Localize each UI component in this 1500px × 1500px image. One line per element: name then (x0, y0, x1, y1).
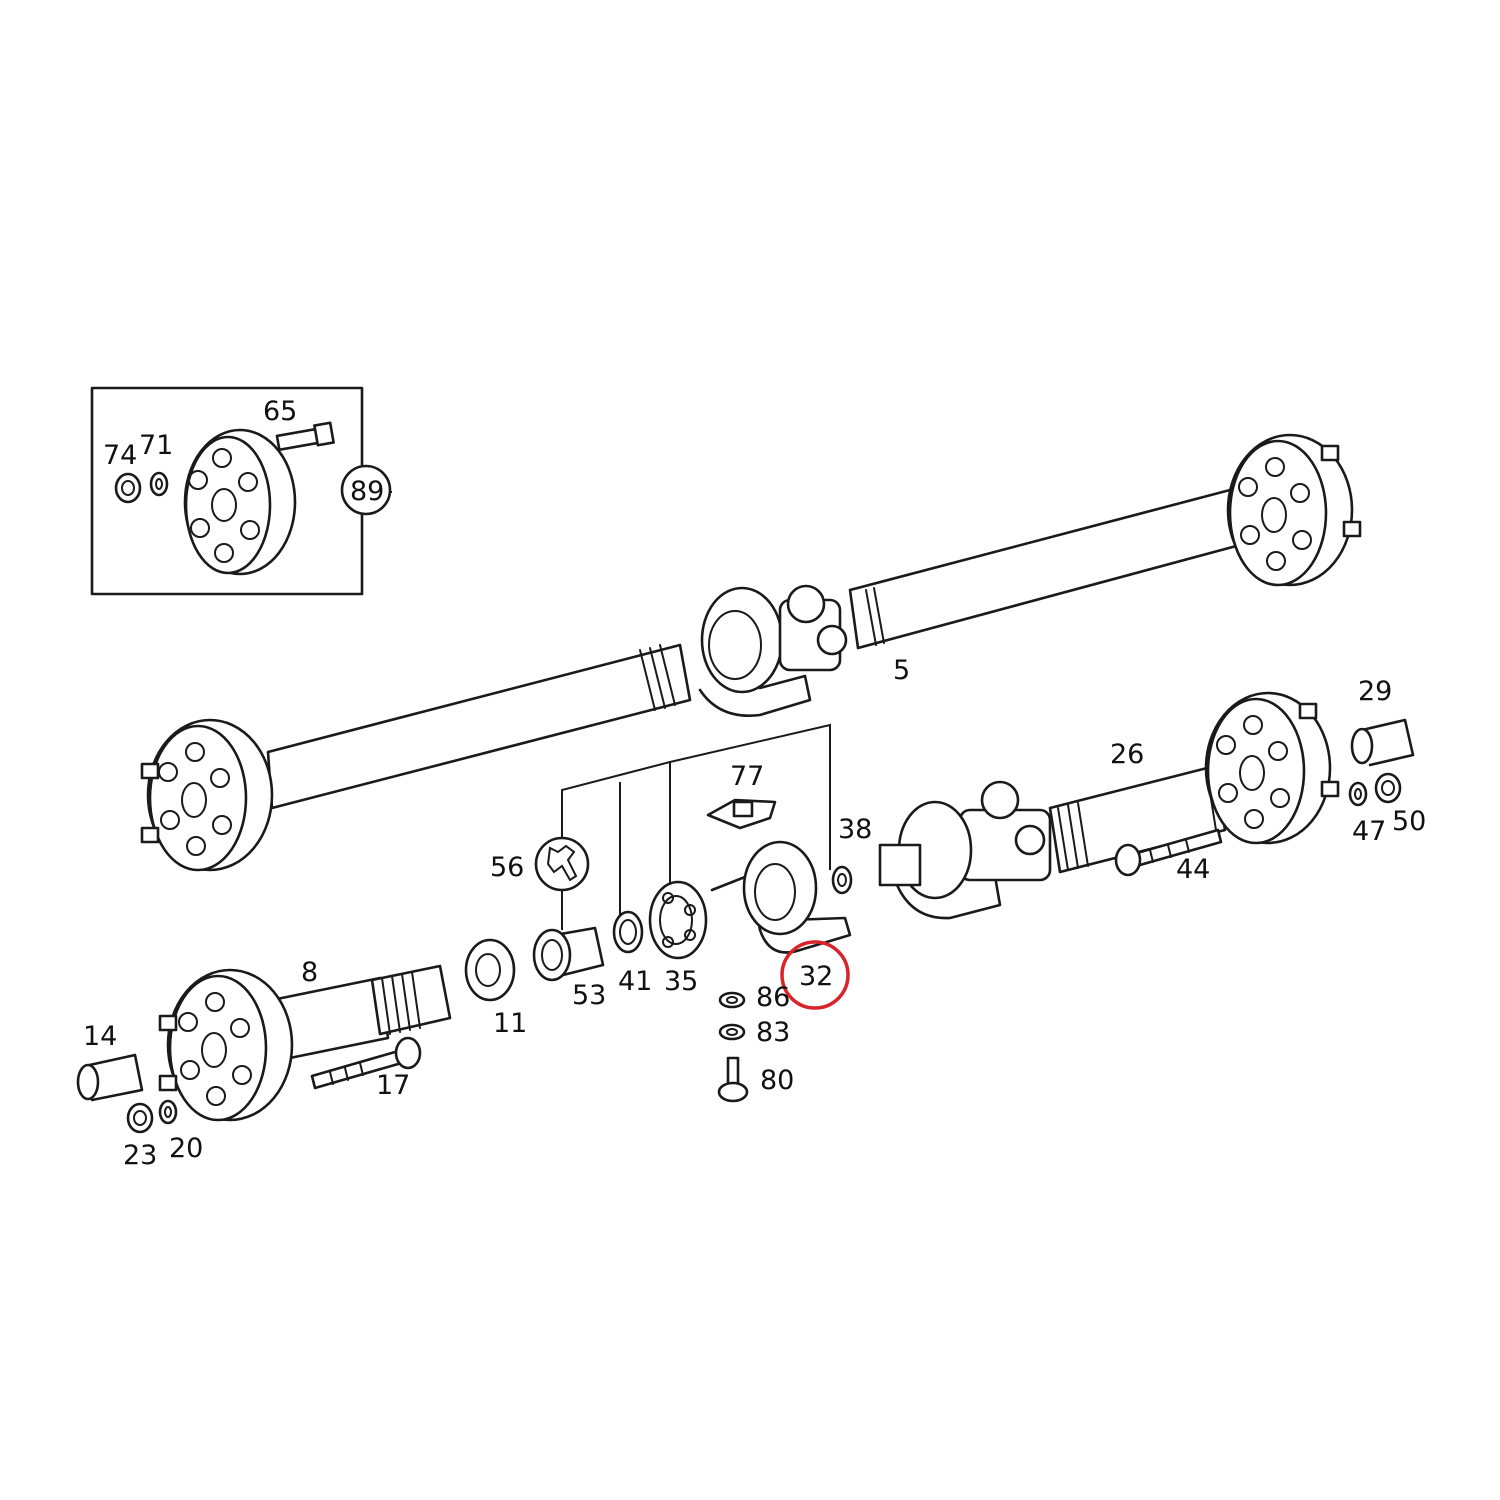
label-26: 26 (1110, 739, 1144, 770)
label-53: 53 (572, 980, 606, 1011)
lower-left-flex-disc (158, 968, 294, 1122)
upper-center-bearing (698, 586, 812, 717)
bushing-14 (76, 1053, 144, 1102)
upper-left-flex-disc (140, 718, 274, 872)
washer-86 (718, 991, 746, 1009)
lower-slip-yoke-bearing (878, 800, 1002, 920)
callout-circle-89 (340, 464, 392, 516)
label-29: 29 (1358, 676, 1392, 707)
label-32: 32 (799, 961, 833, 992)
label-41: 41 (618, 966, 652, 997)
label-11: 11 (493, 1008, 527, 1039)
label-20: 20 (169, 1133, 203, 1164)
label-17: 17 (376, 1070, 410, 1101)
label-50: 50 (1392, 806, 1426, 837)
label-35: 35 (664, 966, 698, 997)
label-38: 38 (838, 814, 872, 845)
label-89: 89 (350, 476, 384, 507)
label-8: 8 (301, 957, 318, 988)
inset-bolt (275, 421, 335, 452)
washer-38 (831, 865, 853, 895)
leader-lines (561, 723, 831, 930)
label-47: 47 (1352, 816, 1386, 847)
bushing-29 (1350, 718, 1415, 767)
washer-47 (1348, 781, 1368, 807)
inset-washer (149, 471, 169, 497)
lower-rear-shaft (878, 691, 1340, 920)
nut-11 (464, 938, 516, 1002)
label-5: 5 (893, 655, 910, 686)
label-80: 80 (760, 1065, 794, 1096)
label-86: 86 (756, 982, 790, 1013)
spline-stub (370, 964, 452, 1036)
wrench-icon (534, 836, 590, 892)
bolt-17 (310, 1036, 422, 1090)
nut-50 (1374, 772, 1402, 804)
upper-shaft-assembly (140, 433, 1362, 872)
upper-right-flex-disc (1226, 433, 1362, 587)
label-56: 56 (490, 852, 524, 883)
label-14: 14 (83, 1021, 117, 1052)
clip-77 (706, 798, 777, 830)
lower-universal-joint (958, 780, 1052, 882)
lock-washer-83 (718, 1023, 746, 1041)
sleeve-53 (532, 926, 605, 982)
part-labels: 5 8 11 14 17 20 23 26 29 32 35 38 41 44 … (83, 396, 1426, 1171)
lower-right-flex-disc (1204, 691, 1340, 845)
nut-23 (126, 1102, 154, 1134)
bolt-44 (1114, 828, 1223, 877)
inset-flex-disc-box (90, 386, 392, 596)
bearing-35 (648, 880, 708, 960)
bolt-80 (717, 1056, 749, 1103)
label-65: 65 (263, 396, 297, 427)
label-77: 77 (730, 761, 764, 792)
label-83: 83 (756, 1017, 790, 1048)
inset-flex-disc (183, 428, 297, 576)
upper-universal-joint (778, 584, 848, 672)
lower-front-shaft (158, 964, 452, 1122)
label-44: 44 (1176, 854, 1210, 885)
inset-nut (114, 472, 142, 504)
highlight-circle (780, 940, 850, 1010)
label-71: 71 (139, 430, 173, 461)
washer-20 (158, 1099, 178, 1125)
label-74: 74 (103, 440, 137, 471)
label-23: 23 (123, 1140, 157, 1171)
ring-41 (612, 910, 644, 954)
